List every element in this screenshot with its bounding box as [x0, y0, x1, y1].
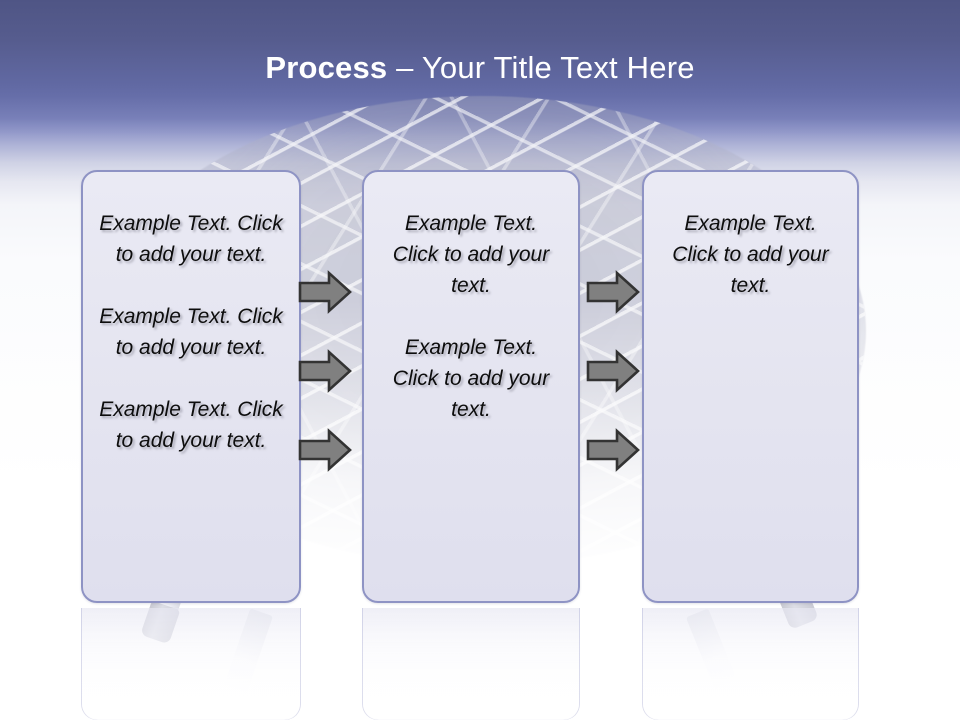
arrow-right-icon[interactable]: [586, 428, 640, 472]
arrow-right-icon[interactable]: [586, 349, 640, 393]
box-reflection-2-fade: [363, 608, 579, 720]
process-box-3-paragraph-1[interactable]: Example Text. Click to add your text.: [672, 212, 829, 297]
slide-title: Process – Your Title Text Here: [0, 48, 960, 88]
process-box-2-paragraph-2[interactable]: Example Text. Click to add your text.: [392, 336, 550, 421]
process-box-2-paragraph-1[interactable]: Example Text. Click to add your text.: [392, 212, 550, 297]
arrow-right-icon[interactable]: [586, 270, 640, 314]
process-box-1-paragraph-2[interactable]: Example Text. Click to add your text.: [99, 305, 283, 359]
process-box-1[interactable]: Example Text. Click to add your text. Ex…: [81, 170, 301, 603]
slide-title-strong: Process: [265, 50, 388, 85]
box-reflection-3-fade: [643, 608, 858, 720]
arrow-right-icon[interactable]: [298, 428, 352, 472]
box-reflection-1-fade: [82, 608, 300, 720]
slide-title-rest: – Your Title Text Here: [387, 50, 695, 85]
arrow-right-icon[interactable]: [298, 270, 352, 314]
process-box-1-paragraph-3[interactable]: Example Text. Click to add your text.: [99, 398, 283, 452]
box-reflection-2: [362, 608, 580, 720]
arrow-right-icon[interactable]: [298, 349, 352, 393]
process-box-2[interactable]: Example Text. Click to add your text. Ex…: [362, 170, 580, 603]
process-box-1-paragraph-1[interactable]: Example Text. Click to add your text.: [99, 212, 283, 266]
process-box-3[interactable]: Example Text. Click to add your text.: [642, 170, 859, 603]
box-reflection-1: [81, 608, 301, 720]
box-reflection-3: [642, 608, 859, 720]
